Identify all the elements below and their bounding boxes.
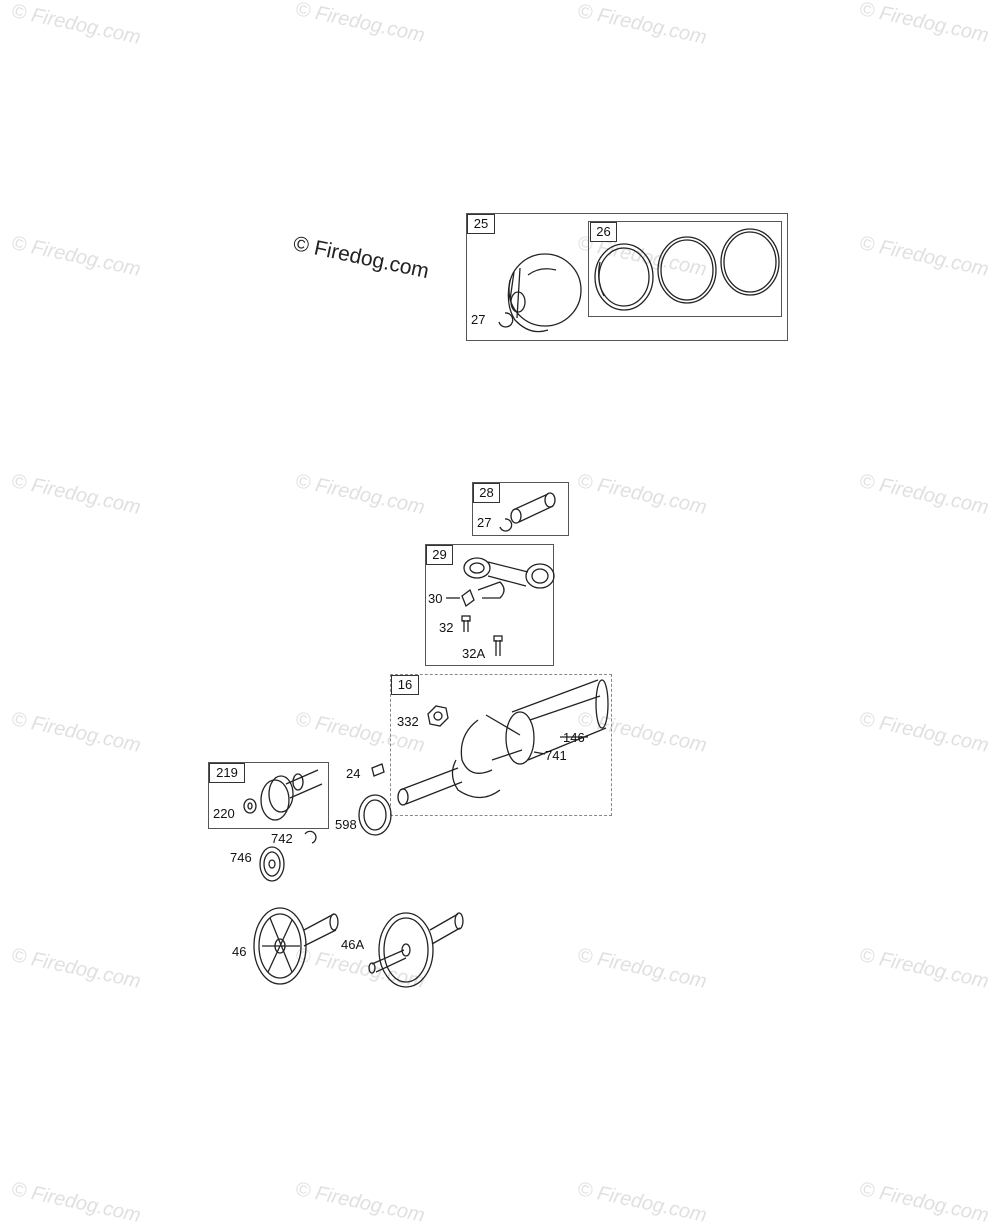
callout-32: 32	[439, 620, 454, 635]
piston-rings-drawing	[594, 228, 780, 311]
callout-26: 26	[590, 222, 617, 242]
callout-16: 16	[391, 675, 419, 695]
parts-diagram: © Firedog.com © Firedog.com © Firedog.co…	[9, 0, 990, 1227]
piston-pin-frame	[472, 482, 569, 536]
callout-220: 220	[213, 806, 235, 821]
camshaft-drawing	[253, 907, 339, 985]
camshaft-alt-drawing	[368, 912, 464, 988]
callout-742: 742	[271, 831, 293, 846]
washer-drawing	[358, 794, 392, 836]
crankshaft-drawing	[397, 679, 609, 806]
piston-group-frame	[466, 213, 788, 341]
key-drawing	[371, 763, 385, 777]
callout-29: 29	[426, 545, 453, 565]
callout-27: 27	[471, 312, 486, 327]
leader-line-741	[533, 751, 546, 755]
callout-741: 741	[545, 748, 567, 763]
part-drawings	[243, 228, 780, 988]
piston-drawing	[507, 253, 582, 333]
callout-32a: 32A	[462, 646, 486, 661]
callout-27: 27	[477, 515, 492, 530]
callout-332: 332	[397, 714, 419, 729]
callout-46a: 46A	[341, 937, 365, 952]
callout-146: 146	[563, 730, 585, 745]
balancer-drawing	[243, 769, 323, 821]
crankshaft-frame	[390, 674, 612, 816]
clip-drawing	[304, 830, 317, 844]
piston-pin-drawing	[499, 492, 556, 532]
callout-30: 30	[428, 591, 443, 606]
callout-746: 746	[230, 850, 252, 865]
callout-598: 598	[335, 817, 357, 832]
connecting-rod-drawing	[461, 557, 555, 656]
callout-25: 25	[467, 214, 495, 234]
callout-219: 219	[209, 763, 245, 783]
nut-drawing	[427, 705, 449, 727]
callout-46: 46	[232, 944, 247, 959]
small-gear-drawing	[259, 846, 285, 882]
balancer-frame	[208, 762, 329, 829]
piston-circlip-drawing	[498, 312, 514, 328]
callout-28: 28	[473, 483, 500, 503]
connecting-rod-frame	[425, 544, 554, 666]
callout-24: 24	[346, 766, 361, 781]
ring-set-frame	[588, 221, 782, 317]
